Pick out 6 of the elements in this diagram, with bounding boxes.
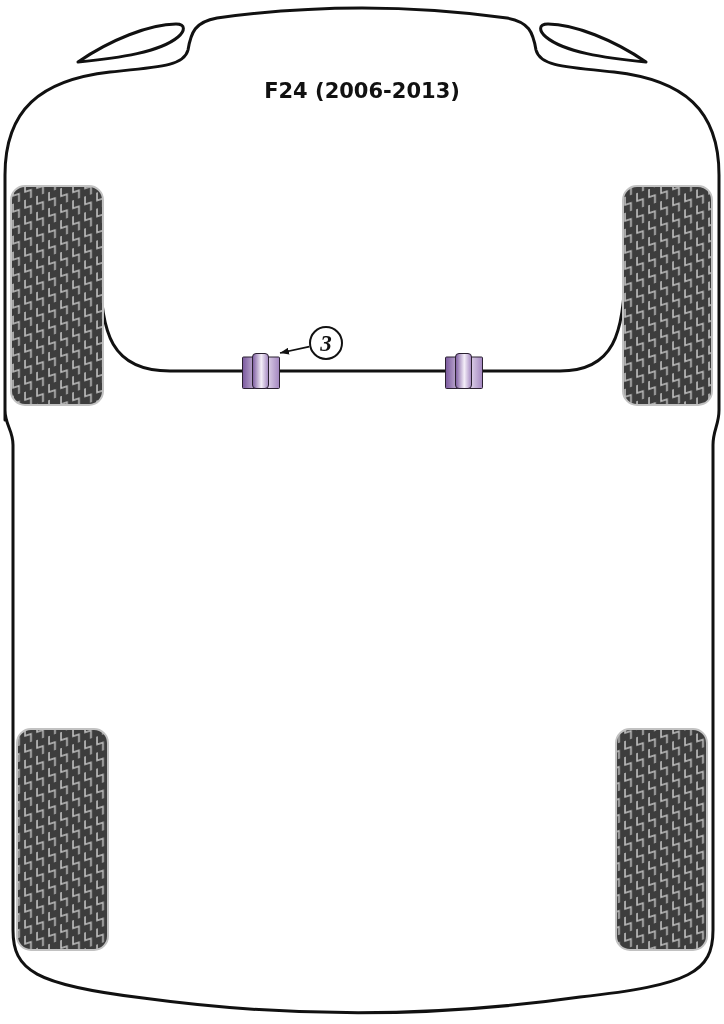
- leader-line: [279, 345, 311, 355]
- bushing: [242, 353, 280, 389]
- callout-circle: [309, 326, 343, 360]
- callout-number: 3: [320, 331, 332, 355]
- title: F24 (2006-2013): [264, 80, 460, 104]
- bushing: [445, 353, 483, 389]
